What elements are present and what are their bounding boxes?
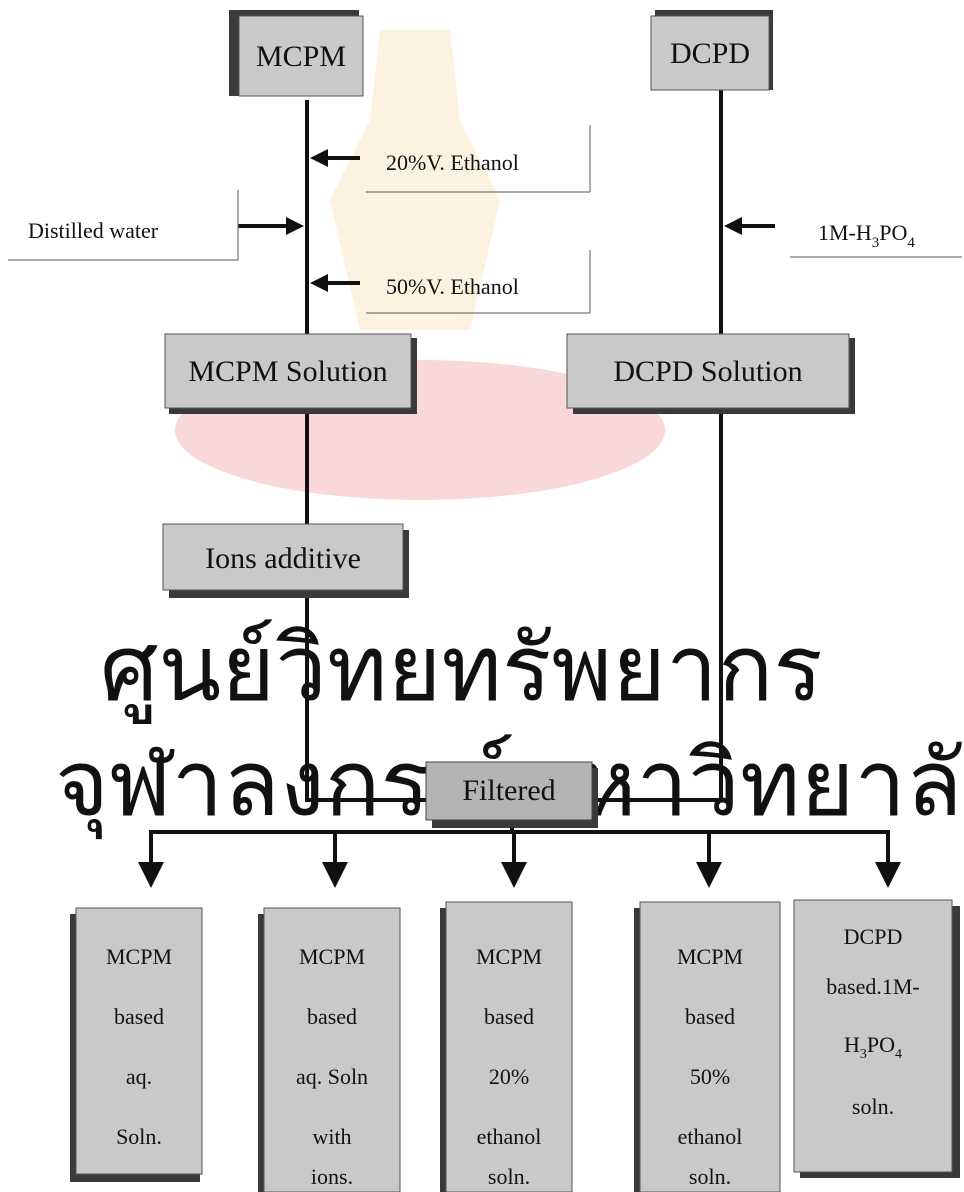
output-4-line-2: based — [685, 1004, 735, 1029]
ethanol-20-arrow-head — [310, 149, 328, 167]
output-arrows — [138, 832, 901, 888]
output-box-4-body — [639, 901, 781, 1192]
distilled-water-arrow-head — [286, 217, 304, 235]
mcpm-box-body — [238, 15, 364, 97]
output-3-line-2: based — [484, 1004, 534, 1029]
output-3-line-4: ethanol — [477, 1124, 542, 1149]
h3po4-label: 1M-H3PO4 — [818, 220, 915, 251]
mcpm-solution-box: MCPM Solution — [164, 333, 417, 414]
output-box-1-body — [75, 907, 203, 1175]
filtered-box: Filtered — [425, 761, 598, 828]
output-box-5-body — [793, 899, 953, 1173]
output-5-line-1: DCPD — [844, 924, 903, 949]
output-arrow-5-head — [875, 862, 901, 888]
output-3-line-5: soln. — [488, 1164, 530, 1189]
watermark-line1: ศูนย์วิทยทรัพยากร — [100, 618, 823, 724]
label-ethanol-50: 50%V. Ethanol — [366, 250, 591, 314]
watermark-crown — [330, 30, 500, 330]
dcpd-box: DCPD — [650, 10, 773, 91]
h3po4-arrow-head — [724, 217, 742, 235]
distilled-water-label: Distilled water — [28, 218, 159, 243]
dcpd-solution-body — [566, 333, 850, 409]
output-2-line-4: with — [312, 1124, 351, 1149]
ions-additive-label: Ions additive — [205, 542, 361, 575]
output-2-line-2: based — [307, 1004, 357, 1029]
dcpd-solution-box: DCPD Solution — [566, 333, 855, 414]
output-1-line-1: MCPM — [106, 944, 172, 969]
mcpm-solution-label: MCPM Solution — [188, 355, 387, 388]
ethanol-20-label: 20%V. Ethanol — [386, 150, 519, 175]
output-4-line-4: ethanol — [678, 1124, 743, 1149]
input-arrows — [238, 149, 775, 292]
mcpm-box: MCPM — [229, 10, 364, 97]
label-h3po4: 1M-H3PO4 — [790, 220, 962, 258]
output-5-line-4: soln. — [852, 1094, 894, 1119]
output-arrow-1-head — [138, 862, 164, 888]
output-5-line-2: based.1M- — [826, 974, 919, 999]
ethanol-50-arrow-head — [310, 274, 328, 292]
output-box-3-body — [445, 901, 573, 1192]
output-1-line-2: based — [114, 1004, 164, 1029]
filtered-body — [425, 761, 593, 821]
output-2-line-5: ions. — [311, 1164, 353, 1189]
ethanol-50-label: 50%V. Ethanol — [386, 274, 519, 299]
label-distilled-water: Distilled water — [8, 190, 239, 261]
output-3-line-1: MCPM — [476, 944, 542, 969]
ions-additive-body — [162, 523, 404, 591]
output-arrow-4-head — [696, 862, 722, 888]
ions-additive-box: Ions additive — [162, 523, 409, 598]
label-ethanol-20: 20%V. Ethanol — [366, 125, 591, 193]
dcpd-solution-label: DCPD Solution — [613, 355, 802, 388]
output-box-2-body — [263, 907, 401, 1192]
output-3-line-3: 20% — [489, 1064, 529, 1089]
output-4-line-1: MCPM — [677, 944, 743, 969]
mcpm-label: MCPM — [256, 40, 346, 73]
output-4-line-5: soln. — [689, 1164, 731, 1189]
output-4-line-3: 50% — [690, 1064, 730, 1089]
dcpd-box-body — [650, 15, 770, 91]
output-4-text: MCPM based 50% ethanol soln. — [677, 944, 743, 1189]
dcpd-label: DCPD — [670, 37, 750, 70]
output-5-text: DCPD based.1M- H3PO4 soln. — [826, 924, 919, 1119]
mcpm-solution-body — [164, 333, 412, 409]
output-3-text: MCPM based 20% ethanol soln. — [476, 944, 542, 1189]
output-1-line-3: aq. — [126, 1064, 152, 1089]
output-5-line-3: H3PO4 — [844, 1032, 902, 1062]
filtered-label: Filtered — [462, 774, 555, 807]
output-boxes — [70, 899, 960, 1192]
output-1-line-4: Soln. — [116, 1124, 162, 1149]
watermark: ศูนย์วิทยทรัพยากร จุฬาลงกรณ์มหาวิทยาลัย — [55, 30, 964, 840]
output-arrow-2-head — [322, 862, 348, 888]
output-1-text: MCPM based aq. Soln. — [106, 944, 172, 1149]
output-2-line-1: MCPM — [299, 944, 365, 969]
output-2-text: MCPM based aq. Soln with ions. — [296, 944, 368, 1189]
output-2-line-3: aq. Soln — [296, 1064, 368, 1089]
output-arrow-3-head — [501, 862, 527, 888]
